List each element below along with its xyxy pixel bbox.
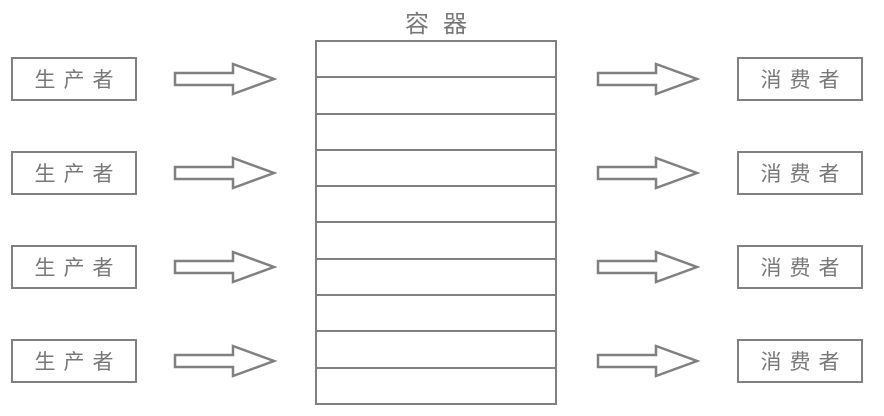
- container-slot: [317, 42, 555, 76]
- container-slot: [317, 148, 555, 185]
- right-block-arrow-icon: [173, 250, 277, 284]
- producer-box: 生产者: [11, 245, 137, 289]
- consumer-label: 消费者: [760, 350, 848, 374]
- container-slot: [317, 221, 555, 257]
- container-slot: [317, 185, 555, 221]
- producer-box: 生产者: [11, 151, 137, 195]
- container-slot: [317, 330, 555, 366]
- container-title: 容器: [405, 10, 481, 38]
- consumer-box: 消费者: [737, 151, 863, 195]
- right-block-arrow-icon: [173, 62, 277, 96]
- consumer-label: 消费者: [760, 162, 848, 186]
- right-block-arrow-icon: [596, 62, 700, 96]
- right-block-arrow-icon: [596, 250, 700, 284]
- container-slot: [317, 257, 555, 294]
- container-slot: [317, 76, 555, 112]
- container-slot: [317, 112, 555, 149]
- producer-label: 生产者: [34, 256, 122, 280]
- container-slot: [317, 294, 555, 330]
- consumer-box: 消费者: [737, 57, 863, 101]
- container-box: [315, 40, 557, 405]
- consumer-box: 消费者: [737, 245, 863, 289]
- consumer-label: 消费者: [760, 68, 848, 92]
- right-block-arrow-icon: [596, 344, 700, 378]
- producer-label: 生产者: [34, 350, 122, 374]
- right-block-arrow-icon: [596, 156, 700, 190]
- right-block-arrow-icon: [173, 344, 277, 378]
- container-slot: [317, 366, 555, 403]
- consumer-label: 消费者: [760, 256, 848, 280]
- producer-label: 生产者: [34, 68, 122, 92]
- producer-label: 生产者: [34, 162, 122, 186]
- right-block-arrow-icon: [173, 156, 277, 190]
- consumer-box: 消费者: [737, 339, 863, 383]
- producer-box: 生产者: [11, 339, 137, 383]
- producer-box: 生产者: [11, 57, 137, 101]
